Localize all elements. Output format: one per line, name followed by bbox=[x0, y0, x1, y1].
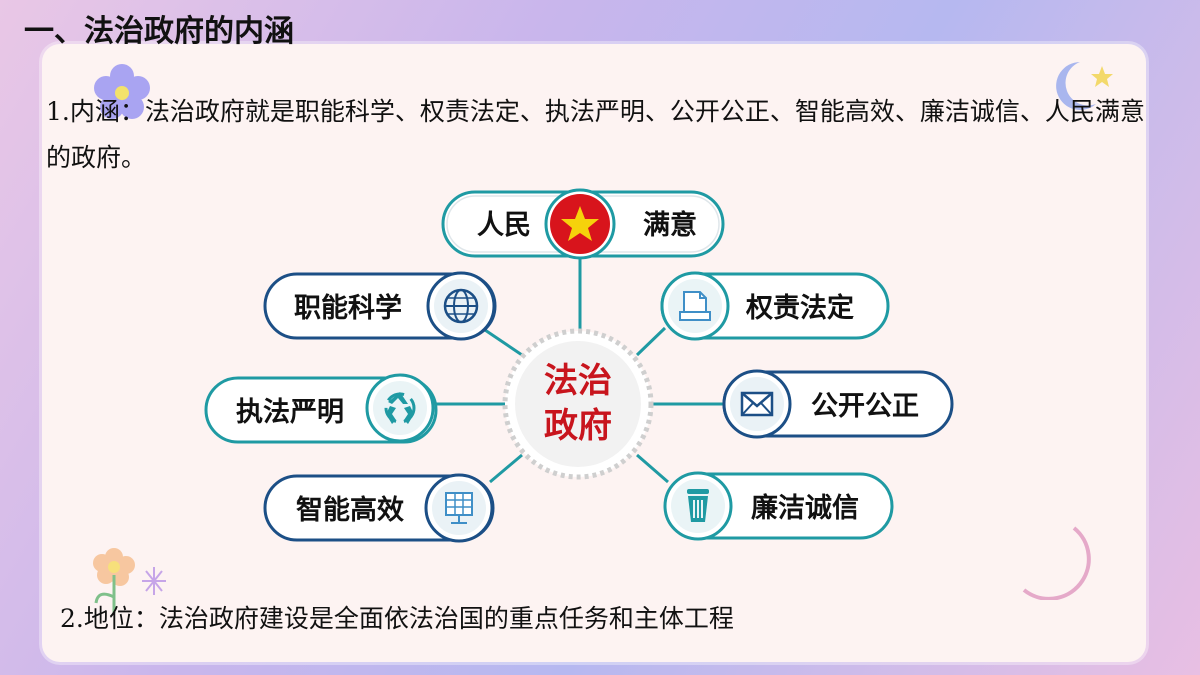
center-node: 法治 政府 bbox=[502, 328, 654, 480]
page-title: 一、法治政府的内涵 bbox=[24, 14, 294, 49]
globe-icon bbox=[426, 271, 496, 341]
node-lianjie-chengxin: 廉洁诚信 bbox=[663, 471, 894, 541]
label-zhifa-yanming: 执法严明 bbox=[236, 397, 344, 428]
label-zhineng-gaoxiao: 智能高效 bbox=[296, 494, 404, 526]
document-icon bbox=[660, 271, 730, 341]
connector-line bbox=[481, 326, 523, 357]
label-quanze-fading: 权责法定 bbox=[745, 292, 854, 324]
node-zhifa-yanming: 执法严明 bbox=[204, 373, 438, 444]
node-zhineng-gaoxiao: 智能高效 bbox=[263, 473, 495, 543]
status-paragraph: 2.地位：法治政府建设是全面依法治国的重点任务和主体工程 bbox=[60, 604, 734, 633]
node-gongkai-gongzheng: 公开公正 bbox=[722, 369, 954, 439]
center-title-line2: 政府 bbox=[544, 406, 612, 446]
moon-star-decoration bbox=[1056, 62, 1113, 110]
definition-paragraph: 1.内涵：法治政府就是职能科学、权责法定、执法严明、公开公正、智能高效、廉洁诚信… bbox=[46, 97, 1145, 172]
node-zhineng-kexue: 职能科学 bbox=[263, 271, 497, 341]
connector-line bbox=[489, 453, 523, 484]
flower-sketch-decoration bbox=[93, 548, 166, 613]
node-renmin-manyi: 人民 满意 bbox=[441, 188, 725, 260]
connector-line bbox=[635, 326, 667, 357]
trash-can-icon bbox=[663, 471, 733, 541]
label-renmin: 人民 bbox=[477, 210, 531, 241]
node-quanze-fading: 权责法定 bbox=[660, 271, 890, 341]
solar-panel-icon bbox=[424, 473, 494, 543]
label-manyi: 满意 bbox=[643, 209, 697, 241]
center-title-line1: 法治 bbox=[544, 361, 612, 401]
mail-icon bbox=[722, 369, 792, 439]
label-lianjie-chengxin: 廉洁诚信 bbox=[751, 492, 859, 524]
connector-line bbox=[636, 453, 669, 484]
flower-decoration bbox=[94, 64, 150, 119]
label-zhineng-kexue: 职能科学 bbox=[294, 292, 402, 324]
label-gongkai-gongzheng: 公开公正 bbox=[811, 391, 919, 422]
moon-sketch-decoration bbox=[1022, 526, 1091, 600]
recycle-icon bbox=[365, 373, 435, 443]
star-icon bbox=[544, 188, 616, 260]
